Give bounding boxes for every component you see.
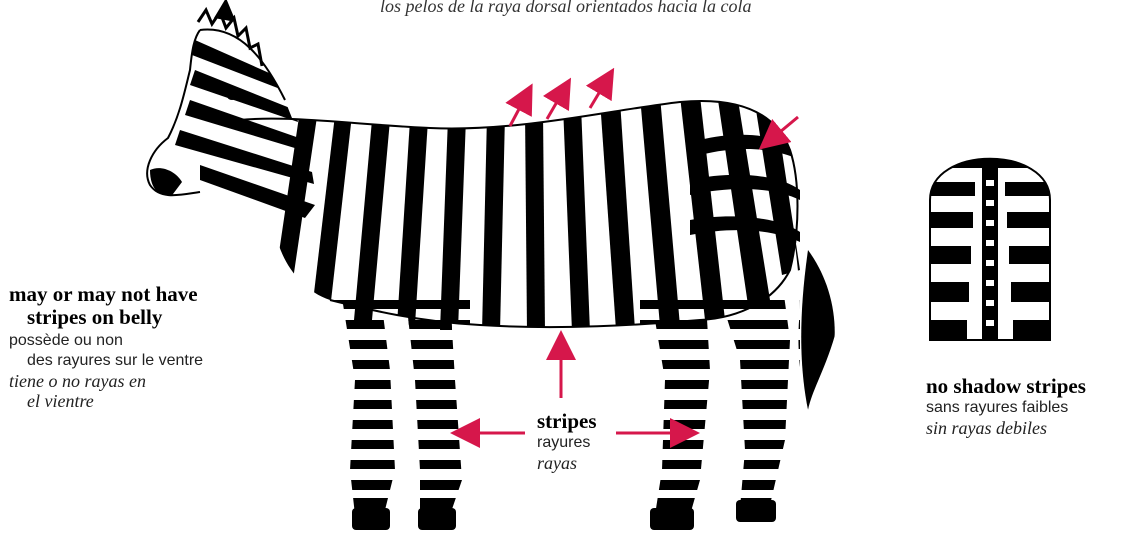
belly-en-line2: stripes on belly	[9, 306, 203, 329]
stripes-en: stripes	[537, 410, 597, 433]
stripes-fr: rayures	[537, 433, 597, 453]
rump-arrow	[768, 117, 798, 142]
belly-fr-line2: des rayures sur le ventre	[9, 351, 203, 371]
dorsal-arrow-3	[590, 78, 608, 108]
belly-label: may or may not have stripes on belly pos…	[9, 283, 203, 411]
stripes-label: stripes rayures rayas	[535, 410, 599, 473]
belly-en-line1: may or may not have	[9, 283, 203, 306]
dorsal-arrow-2	[547, 88, 565, 119]
belly-fr-line1: possède ou non	[9, 331, 203, 351]
shadow-en: no shadow stripes	[926, 375, 1086, 398]
stripes-es: rayas	[537, 453, 597, 473]
dorsal-arrow-1	[510, 94, 527, 126]
shadow-es: sin rayas debiles	[926, 418, 1086, 438]
belly-es-line1: tiene o no rayas en	[9, 371, 203, 391]
shadow-label: no shadow stripes sans rayures faibles s…	[926, 375, 1086, 438]
belly-es-line2: el vientre	[9, 391, 203, 411]
shadow-fr: sans rayures faibles	[926, 398, 1086, 418]
